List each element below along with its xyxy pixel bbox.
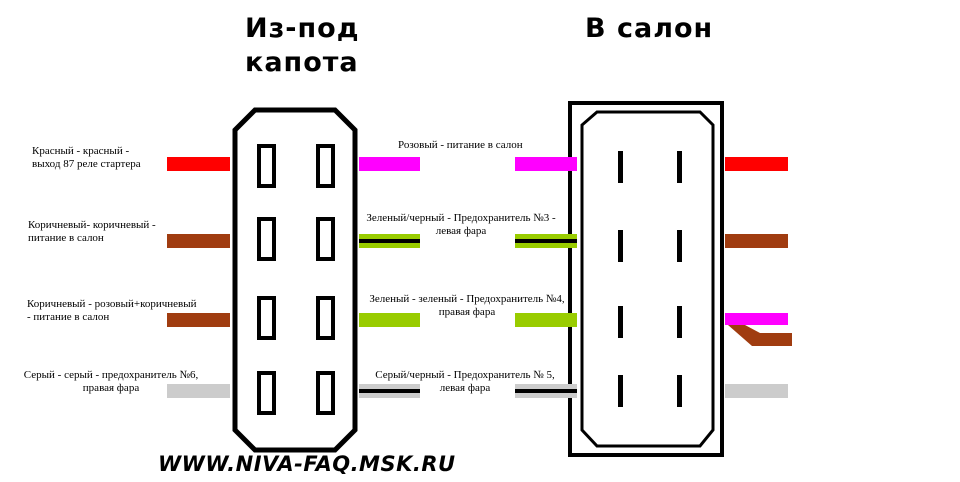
pin [677,151,682,183]
pin-slot [316,217,335,261]
pin [618,306,623,338]
left-connector-pins [257,144,335,415]
wire-stripe-black [359,239,420,243]
label-red-wire: Красный - красный - выход 87 реле старте… [32,145,141,170]
wire-brown [725,234,788,248]
wire-brown [167,234,230,248]
pin [618,151,623,183]
pin-slot [316,371,335,415]
footer-url: WWW.NIVA-FAQ.MSK.RU [158,452,456,476]
pin [677,375,682,407]
right-connector-inner [580,110,715,448]
pin [677,306,682,338]
pin-slot [257,144,276,188]
label-pink-wire: Розовый - питание в салон [398,139,523,151]
label-brown-pink-wire: Коричневый - розовый+коричневый - питани… [27,298,197,323]
pin [618,375,623,407]
wire-red [725,157,788,171]
wire-green [515,313,577,327]
wire-brown-branch [728,325,792,346]
wire-pink [725,313,788,325]
label-green-black-wire: Зеленый/черный - Предохранитель №3 - лев… [366,212,556,237]
wire-pink [515,157,577,171]
pin [618,230,623,262]
label-gray-wire: Серый - серый - предохранитель №6, права… [23,369,199,394]
wire-pink [359,157,420,171]
pin [677,230,682,262]
left-connector-body [232,107,358,453]
label-green-wire: Зеленый - зеленый - Предохранитель №4, п… [369,293,565,318]
pin-slot [316,144,335,188]
pin-slot [257,296,276,340]
wire-green [359,313,420,327]
wires-left-inner [359,157,420,398]
wires-left-outer [167,157,230,398]
wires-right-outer [725,157,792,398]
label-gray-black-wire: Серый/черный - Предохранитель № 5, левая… [375,369,555,394]
pin-slot [316,296,335,340]
wires-right-inner [515,157,577,398]
heading-cabin: В салон [585,13,714,44]
heading-underhood: Из-под капота [245,13,360,78]
wire-gray [167,384,230,398]
wire-gray [725,384,788,398]
wire-brown [167,313,230,327]
label-brown-wire: Коричневый- коричневый - питание в салон [28,219,156,244]
wire-red [167,157,230,171]
wire-stripe-black [515,239,577,243]
pin-slot [257,371,276,415]
right-connector-pins [618,151,682,407]
pin-slot [257,217,276,261]
wire-stripe-black [515,389,577,393]
wire-stripe-black [359,389,420,393]
